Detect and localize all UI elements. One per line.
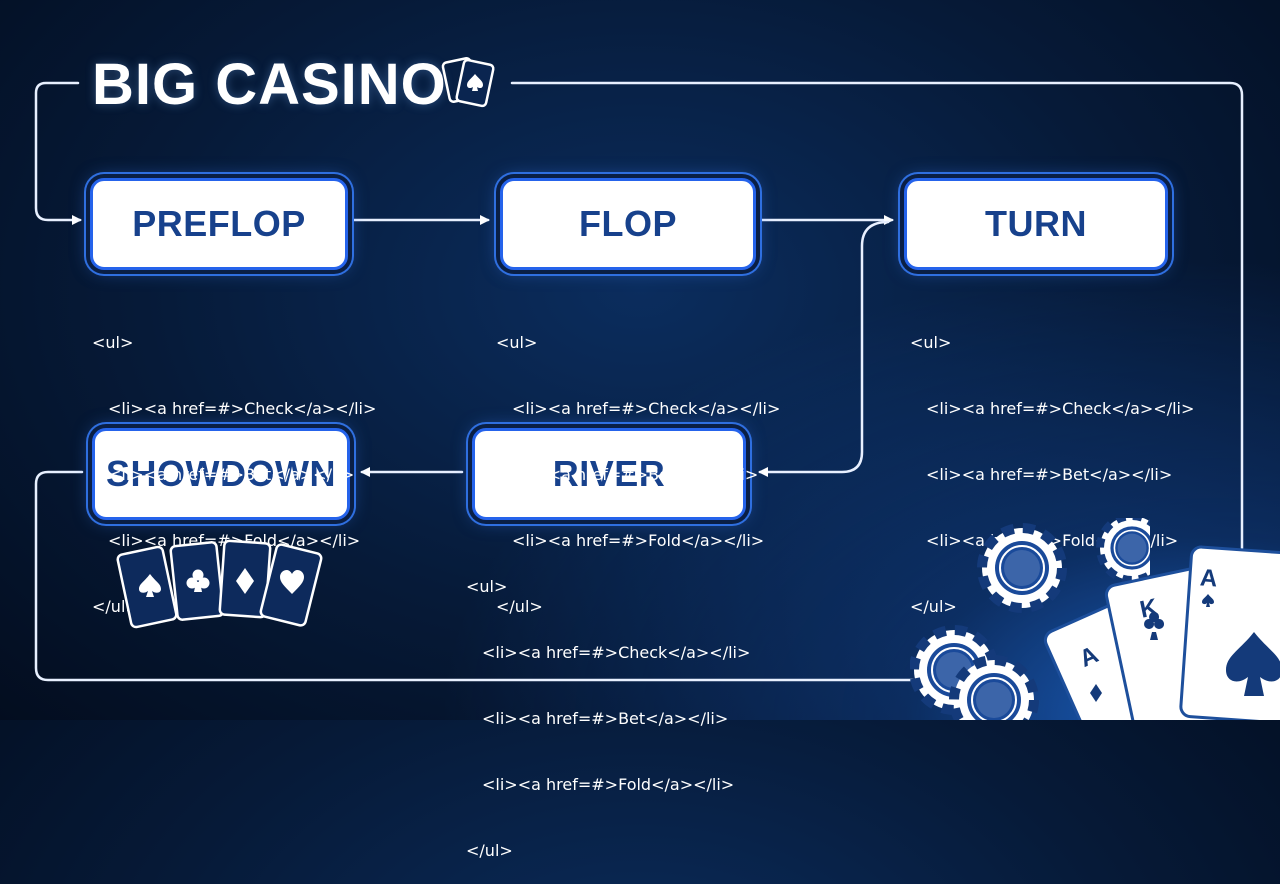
card-rank: A xyxy=(1199,564,1218,592)
corner-cards: A K A xyxy=(1043,545,1280,720)
code-line: </ul> xyxy=(496,597,543,616)
club-icon xyxy=(186,569,210,592)
flow-connectors xyxy=(34,81,1244,682)
stage-flop[interactable]: FLOP xyxy=(500,178,756,270)
code-line: </ul> xyxy=(466,841,513,860)
stage-showdown[interactable]: SHOWDOWN xyxy=(92,428,350,520)
stage-turn[interactable]: TURN xyxy=(904,178,1168,270)
diamond-icon xyxy=(1090,684,1102,702)
playing-cards-icon xyxy=(441,57,495,108)
spade-icon xyxy=(1226,632,1280,696)
code-line: <li><a href=#>Bet</a></li> xyxy=(108,465,355,484)
stage-preflop[interactable]: PREFLOP xyxy=(90,178,348,270)
code-snippet-flop: <ul> <li><a href=#>Check</a></li> <li><a… xyxy=(496,288,780,640)
poker-chip-icon xyxy=(954,660,1034,720)
code-line: <li><a href=#>Check</a></li> xyxy=(108,399,377,418)
code-line: <li><a href=#>Bet</a></li> xyxy=(482,709,729,728)
code-line: <ul> xyxy=(92,333,134,352)
code-line: <li><a href=#>Check</a></li> xyxy=(482,643,751,662)
code-line: <ul> xyxy=(910,333,952,352)
frame-arrow-into-preflop xyxy=(34,81,82,225)
stage-preflop-label: PREFLOP xyxy=(132,203,306,244)
stage-river[interactable]: RIVER xyxy=(472,428,746,520)
code-line: <ul> xyxy=(496,333,538,352)
stage-turn-label: TURN xyxy=(985,203,1087,244)
heart-icon xyxy=(280,570,304,594)
code-snippet-preflop: <ul> <li><a href=#>Check</a></li> <li><a… xyxy=(92,288,376,640)
code-line: <li><a href=#>Fold</a></li> xyxy=(482,775,735,794)
code-line: <li><a href=#>Bet</a></li> xyxy=(512,465,759,484)
code-line: <li><a href=#>Fold</a></li> xyxy=(108,531,361,550)
stage-flop-label: FLOP xyxy=(579,203,677,244)
code-snippet-river: <ul> <li><a href=#>Check</a></li> <li><a… xyxy=(466,532,750,884)
showdown-cards xyxy=(116,539,323,629)
code-line: </ul> xyxy=(910,597,957,616)
stage-river-label: RIVER xyxy=(552,453,666,494)
code-line: <li><a href=#>Check</a></li> xyxy=(512,399,781,418)
spade-icon xyxy=(1202,594,1214,607)
code-line: <li><a href=#>Fold</a></li> xyxy=(512,531,765,550)
arrow-turn-to-river xyxy=(758,220,890,477)
frame-line-bottom xyxy=(34,470,942,682)
frame-line-top xyxy=(510,81,1244,550)
club-icon xyxy=(1144,612,1165,640)
stage-showdown-label: SHOWDOWN xyxy=(106,453,336,494)
code-line: <li><a href=#>Check</a></li> xyxy=(926,399,1195,418)
code-line: <ul> xyxy=(466,577,508,596)
code-line: <li><a href=#>Bet</a></li> xyxy=(926,465,1173,484)
page-title: BIG CASINO xyxy=(92,52,447,117)
diamond-icon xyxy=(236,568,254,594)
spade-icon xyxy=(139,574,161,597)
